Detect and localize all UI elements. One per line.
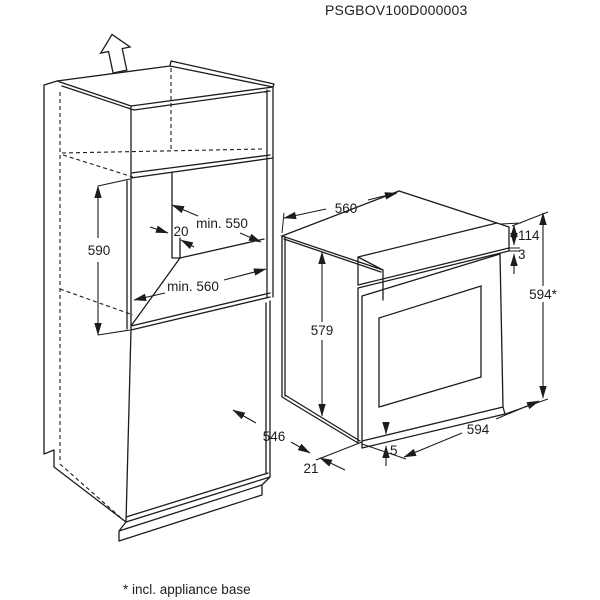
document-code: PSGBOV100D000003 xyxy=(325,2,468,18)
dim-20-line xyxy=(149,225,169,234)
dim-594-line xyxy=(403,432,463,458)
dim-niche-width: min. 560 xyxy=(167,279,219,294)
cabinet-drawing xyxy=(43,33,275,542)
cabinet-hidden-edges xyxy=(59,68,263,518)
oven-drawing xyxy=(280,190,510,449)
dim-560n-line xyxy=(133,292,166,301)
dim-550-line xyxy=(171,204,199,217)
dim-594-line2 xyxy=(495,400,540,420)
dim-546-line2 xyxy=(290,441,311,454)
dim-20-line2 xyxy=(180,239,195,250)
dim-niche-height: 590 xyxy=(88,243,111,258)
dim-total-height: 594* xyxy=(529,287,558,302)
dim-21-line xyxy=(319,457,346,471)
dim-front-width: 594 xyxy=(467,422,490,437)
dim-base-height: 5 xyxy=(390,443,398,458)
dimension-annotations: 590 min. 550 20 min. 560 546 21 560 xyxy=(88,178,558,476)
cabinet-outline xyxy=(43,60,275,542)
dim-546-line xyxy=(232,409,257,424)
dim-body-height: 579 xyxy=(311,323,334,338)
dim-560-line xyxy=(283,208,327,220)
dim-panel-height: 114 xyxy=(518,228,540,243)
dim-niche-depth: min. 550 xyxy=(196,216,248,231)
arrow-up-icon xyxy=(99,33,132,74)
dim-oven-depth: 546 xyxy=(263,429,286,444)
dim-560n-line2 xyxy=(223,268,267,281)
footnote-appliance-base: * incl. appliance base xyxy=(123,582,251,597)
dim-protrusion: 21 xyxy=(303,461,318,476)
oven-outline xyxy=(280,190,510,449)
dim-rear-gap: 20 xyxy=(173,224,188,239)
dim-oven-top-width: 560 xyxy=(335,201,358,216)
dim-560-line2 xyxy=(367,192,398,201)
dim-550-line2 xyxy=(239,232,262,243)
dim-panel-gap: 3 xyxy=(518,247,526,262)
